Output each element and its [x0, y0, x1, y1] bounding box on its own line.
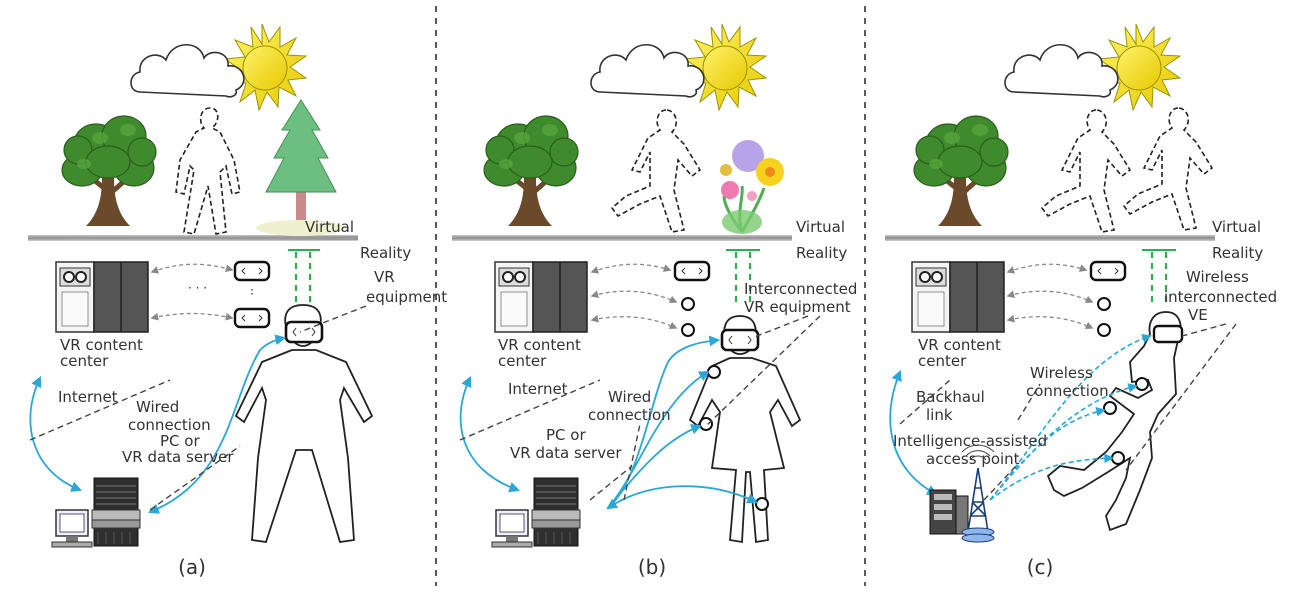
- virtual-avatar-icon: [175, 107, 241, 235]
- content-center-label: center: [918, 352, 967, 370]
- sun-cloud-icon: [130, 23, 307, 111]
- caption-b: (b): [638, 555, 666, 579]
- content-center-icon: [494, 261, 588, 333]
- equipment-label: VE: [1188, 306, 1208, 324]
- wireless-label: Wireless: [1030, 364, 1093, 382]
- content-center-icon: [911, 261, 1005, 333]
- virtual-reality-ground: [28, 235, 1215, 241]
- wired-label: connection: [588, 406, 671, 424]
- caption-c: (c): [1027, 555, 1054, 579]
- svg-text:· · ·: · · ·: [188, 281, 207, 295]
- sensor-icon: [681, 297, 695, 311]
- virtual-label: Virtual: [796, 218, 845, 236]
- content-center-label: VR content: [918, 336, 1001, 354]
- internet-label: Internet: [508, 380, 568, 398]
- sensor-icon: [699, 417, 713, 431]
- vr-user-icon: [1046, 311, 1182, 532]
- sensor-icon: [681, 323, 695, 337]
- server-label: VR data server: [122, 448, 234, 466]
- flowers-icon: [720, 140, 784, 234]
- hmd-icon: [673, 260, 711, 282]
- pine-tree-icon: [256, 99, 344, 236]
- sensor-icon: [755, 497, 769, 511]
- wired-label: connection: [128, 416, 211, 434]
- svg-text:·: ·: [250, 283, 254, 297]
- content-center-icon: [55, 261, 149, 333]
- server-label: VR data server: [510, 444, 622, 462]
- internet-label: Internet: [58, 388, 118, 406]
- ground-bar-c: [885, 235, 1215, 241]
- pc-server-icon: [51, 477, 141, 548]
- hmd-icon: [233, 307, 271, 329]
- equipment-label: VR equipment: [744, 298, 851, 316]
- tree-icon: [62, 116, 156, 226]
- pc-server-icon: [491, 477, 581, 548]
- hmd-icon: [233, 260, 271, 282]
- caption-a: (a): [178, 555, 206, 579]
- sensor-icon: [707, 365, 721, 379]
- virtual-avatar-icon: [1040, 109, 1132, 233]
- content-center-label: center: [498, 352, 547, 370]
- virtual-label: Virtual: [305, 218, 354, 236]
- wired-label: Wired: [136, 398, 179, 416]
- svg-text:·: ·: [250, 287, 254, 301]
- sensor-icon: [1103, 401, 1117, 415]
- access-point-label: Intelligence-assisted: [893, 432, 1047, 450]
- equipment-label: VR: [374, 268, 395, 286]
- panel-b: Virtual Reality VR content center Interc…: [459, 23, 857, 579]
- virtual-avatar-icon: [610, 109, 702, 233]
- backhaul-label: link: [926, 406, 953, 424]
- sensor-icon: [1097, 323, 1111, 337]
- sensor-icon: [1111, 451, 1125, 465]
- backhaul-label: Backhaul: [916, 388, 985, 406]
- panel-c: Virtual Reality VR content center Wirele…: [889, 23, 1277, 579]
- tree-icon: [484, 116, 578, 226]
- sun-cloud-icon: [1004, 23, 1181, 111]
- equipment-label: interconnected: [1164, 288, 1277, 306]
- equipment-label: Interconnected: [744, 280, 857, 298]
- access-point-label: access point: [926, 450, 1020, 468]
- wired-label: Wired: [608, 388, 651, 406]
- sensor-icon: [1135, 377, 1149, 391]
- content-center-label: VR content: [498, 336, 581, 354]
- content-center-label: VR content: [60, 336, 143, 354]
- equipment-label: equipment: [366, 288, 447, 306]
- content-center-label: center: [60, 352, 109, 370]
- reality-label: Reality: [360, 244, 411, 262]
- virtual-label: Virtual: [1212, 218, 1261, 236]
- server-icon: [929, 489, 969, 535]
- hmd-icon: [1089, 260, 1127, 282]
- equipment-label: Wireless: [1186, 268, 1249, 286]
- sensor-icon: [1097, 297, 1111, 311]
- reality-label: Reality: [1212, 244, 1263, 262]
- panel-a: Virtual Reality VR content center · · · …: [29, 23, 447, 579]
- sun-cloud-icon: [590, 23, 767, 111]
- ground-bar-b: [452, 235, 792, 241]
- reality-label: Reality: [796, 244, 847, 262]
- tree-icon: [914, 116, 1008, 226]
- wireless-label: connection: [1026, 382, 1109, 400]
- server-label: PC or: [546, 426, 586, 444]
- server-label: PC or: [160, 432, 200, 450]
- virtual-avatar-icon: [1122, 107, 1214, 231]
